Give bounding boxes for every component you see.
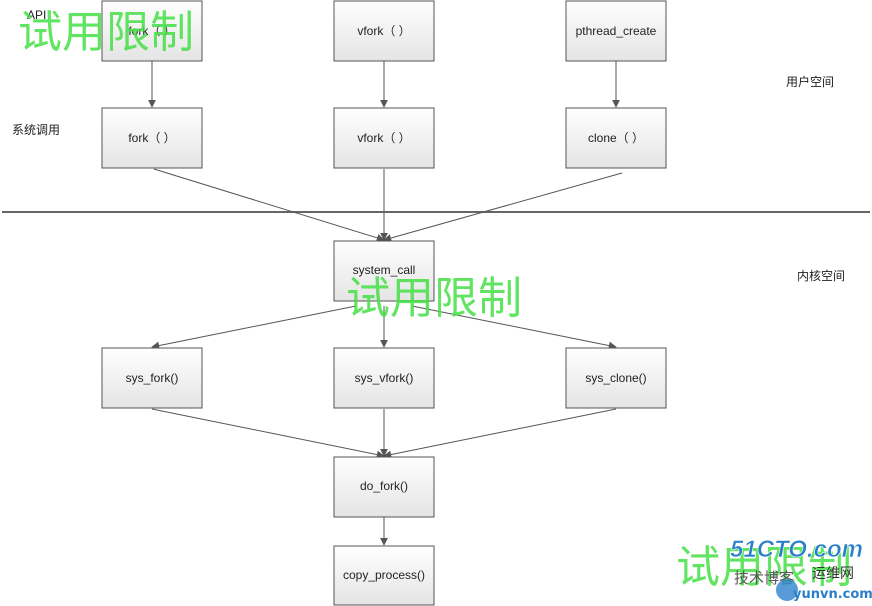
label-syscall: 系统调用 <box>12 123 60 137</box>
node-sys-clone-label: sys_clone() <box>585 371 646 385</box>
watermark-top-left: 试用限制 <box>18 7 194 58</box>
node-api-pthread-create: pthread_create <box>565 0 667 62</box>
node-sys-clone-call-label: clone（ ） <box>588 131 644 145</box>
label-api: API <box>27 8 46 22</box>
edge-clone-to-system-call <box>383 172 623 242</box>
edge-system-call-to-sys-clone <box>411 305 617 350</box>
node-sys-clone: sys_clone() <box>565 347 667 409</box>
node-sys-fork: sys_fork() <box>101 347 203 409</box>
node-sys-fork-call: fork（ ） <box>101 107 203 169</box>
node-sys-clone-call: clone（ ） <box>565 107 667 169</box>
watermark-center: 试用限制 <box>346 273 522 324</box>
logo-sub-right-text: 运维网 <box>812 566 854 582</box>
logo-main-text: 51CTO.com <box>730 536 863 563</box>
site-logo: 51CTO.com 技术博客 运维网 yunvn.com <box>730 536 872 602</box>
node-api-pthread-create-label: pthread_create <box>576 24 657 38</box>
node-api-vfork: vfork（ ） <box>333 0 435 62</box>
label-user-space: 用户空间 <box>786 74 834 89</box>
node-copy-process: copy_process() <box>333 545 435 606</box>
logo-domain-text: yunvn.com <box>793 587 872 602</box>
node-sys-vfork-label: sys_vfork() <box>355 371 414 385</box>
node-sys-fork-call-label: fork（ ） <box>128 131 175 145</box>
edge-sys-fork-to-do-fork <box>151 408 385 459</box>
node-copy-process-label: copy_process() <box>343 568 425 582</box>
node-sys-fork-label: sys_fork() <box>126 371 179 385</box>
edges <box>148 61 623 546</box>
node-system-call-label: system_call <box>353 263 416 277</box>
node-api-fork-label: fork（ ） <box>128 24 175 38</box>
node-sys-vfork-call: vfork（ ） <box>333 107 435 169</box>
logo-globe-icon <box>776 579 798 601</box>
edge-fork-to-system-call <box>153 168 385 242</box>
node-sys-vfork: sys_vfork() <box>333 347 435 409</box>
node-sys-vfork-call-label: vfork（ ） <box>357 131 410 145</box>
edge-sys-clone-to-do-fork <box>383 408 617 459</box>
node-api-fork: fork（ ） <box>101 0 203 62</box>
node-api-vfork-label: vfork（ ） <box>357 24 410 38</box>
label-kernel-space: 内核空间 <box>797 269 845 283</box>
node-system-call: system_call <box>333 240 435 302</box>
edge-system-call-to-sys-fork <box>151 305 357 350</box>
node-do-fork-label: do_fork() <box>360 479 408 493</box>
node-do-fork: do_fork() <box>333 456 435 518</box>
watermark-bottom-right: 试用限制 <box>676 542 852 593</box>
